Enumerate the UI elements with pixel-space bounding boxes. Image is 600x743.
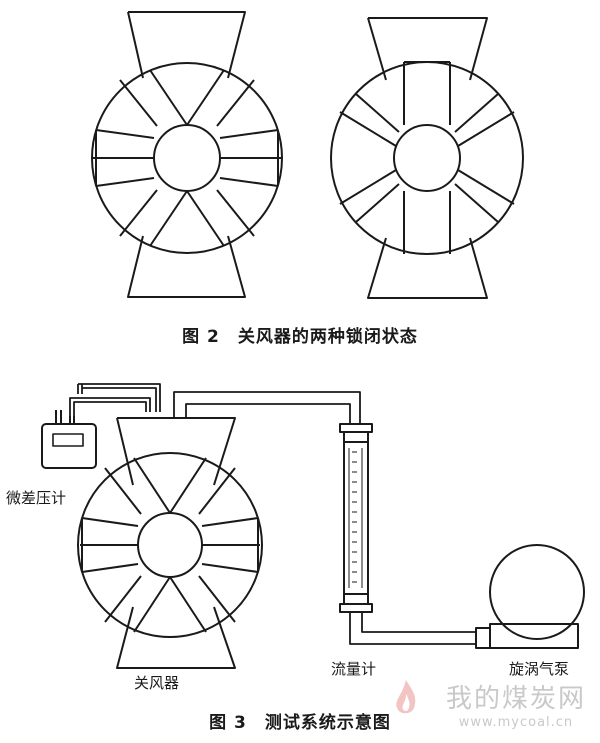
fig3-rotary-valve	[77, 417, 263, 669]
fig2-right-hub	[393, 124, 461, 192]
vortex-pump-housing	[489, 544, 585, 640]
fig2-caption: 图 2 关风器的两种锁闭状态	[182, 327, 418, 347]
watermark-title: 我的煤炭网	[445, 684, 586, 714]
vortex-pump-label: 旋涡气泵	[509, 660, 570, 678]
air-line-lower	[349, 612, 476, 645]
fig2-left-rotary-valve	[91, 11, 283, 298]
flowmeter-upper-cap	[343, 431, 369, 443]
fig2-right-housing	[330, 61, 524, 255]
flowmeter-tube	[343, 441, 369, 595]
air-line-upper	[173, 391, 361, 424]
fig3-test-system	[41, 383, 585, 669]
fig2-left-inlet-hopper	[127, 11, 246, 79]
rotary-valve-label: 关风器	[134, 674, 180, 692]
fig2-left-rotor-vanes	[93, 69, 281, 247]
fig2-right-rotor-vanes	[339, 61, 515, 254]
vortex-pump-device	[475, 544, 585, 649]
fig3-hub	[137, 512, 203, 578]
fig2-left-hub	[153, 124, 221, 192]
flowmeter-scale	[348, 448, 363, 588]
flowmeter-top-flange	[339, 423, 373, 433]
fig2-left-outlet-hopper	[127, 235, 246, 298]
fig3-caption: 图 3 测试系统示意图	[209, 713, 391, 733]
flowmeter-device	[339, 423, 373, 613]
fig3-outlet-hopper	[116, 606, 236, 669]
fig3-inlet-hopper	[116, 417, 236, 486]
manometer-display	[52, 433, 84, 447]
fig3-rotor-vanes	[80, 457, 260, 633]
watermark-flame-icon	[396, 680, 416, 714]
fig2-right-rotary-valve	[330, 17, 524, 299]
manometer-device	[41, 410, 97, 469]
vortex-pump-outlet-nozzle	[475, 627, 491, 649]
pressure-tubes	[69, 383, 161, 416]
manometer-nozzles	[55, 410, 75, 424]
fig2-right-inlet-hopper	[367, 17, 488, 81]
vortex-pump-base	[489, 623, 579, 649]
watermark: 我的煤炭网 www.mycoal.cn	[446, 678, 586, 730]
fig3-housing	[77, 452, 263, 638]
fig2-right-outlet-hopper	[367, 237, 488, 299]
manometer-label: 微差压计	[6, 489, 67, 507]
fig2-left-housing	[91, 62, 283, 254]
watermark-url: www.mycoal.cn	[458, 715, 574, 730]
flowmeter-label: 流量计	[331, 660, 377, 678]
flowmeter-bottom-flange	[339, 603, 373, 613]
flowmeter-lower-cap	[343, 593, 369, 605]
